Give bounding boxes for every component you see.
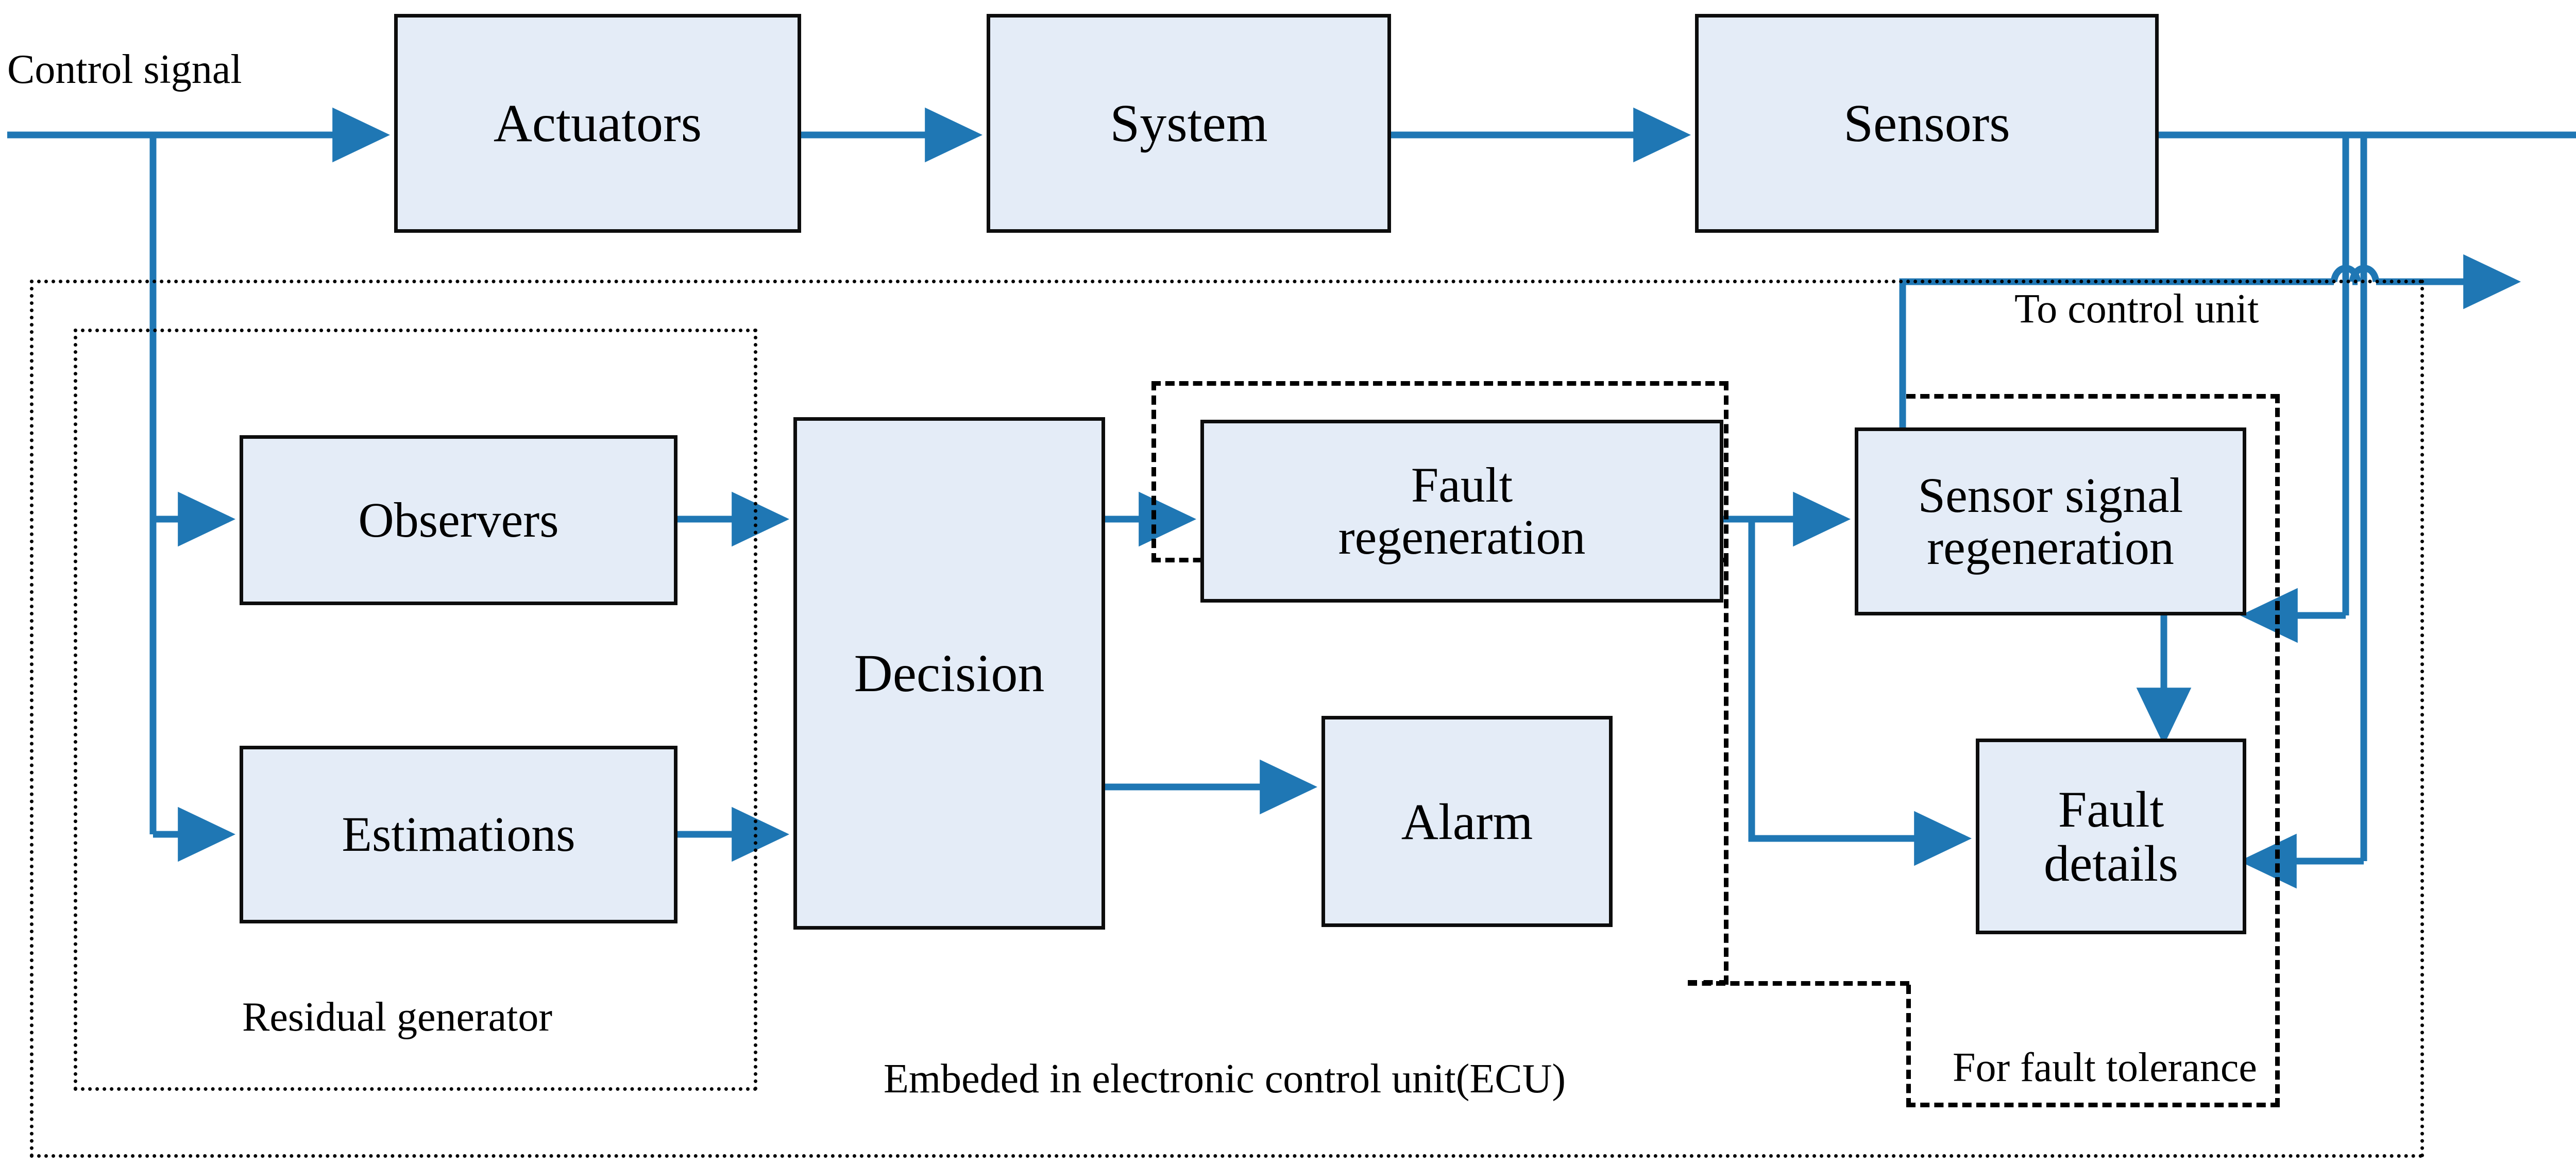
label-residual-generator: Residual generator xyxy=(242,994,552,1040)
block-observers[interactable]: Observers xyxy=(240,435,677,605)
block-observers-label: Observers xyxy=(358,492,559,547)
wire-hop-over-tap-b xyxy=(2349,265,2380,283)
block-fault-regeneration-label-line2: regeneration xyxy=(1338,509,1586,564)
block-fault-regeneration-label-line1: Fault xyxy=(1411,457,1513,512)
block-sensor-signal-regeneration-label-line2: regeneration xyxy=(1927,519,2174,575)
label-fault-tolerance: For fault tolerance xyxy=(1953,1045,2257,1090)
label-to-control-unit: To control unit xyxy=(2014,286,2259,332)
block-alarm-label: Alarm xyxy=(1401,793,1533,850)
block-fault-regeneration[interactable]: Fault regeneration xyxy=(1200,420,1723,603)
block-alarm[interactable]: Alarm xyxy=(1321,716,1613,927)
block-decision[interactable]: Decision xyxy=(793,417,1105,930)
block-system[interactable]: System xyxy=(987,14,1391,233)
block-sensors[interactable]: Sensors xyxy=(1695,14,2159,233)
block-estimations[interactable]: Estimations xyxy=(240,746,677,923)
block-estimations-label: Estimations xyxy=(342,807,575,862)
block-sensors-label: Sensors xyxy=(1843,93,2010,153)
block-fault-details-label-line1: Fault xyxy=(2058,781,2164,838)
block-actuators[interactable]: Actuators xyxy=(394,14,801,233)
label-control-signal: Control signal xyxy=(7,47,242,92)
label-ecu: Embeded in electronic control unit(ECU) xyxy=(884,1056,1566,1102)
block-sensor-signal-regeneration[interactable]: Sensor signal regeneration xyxy=(1855,427,2246,615)
block-system-label: System xyxy=(1110,93,1268,153)
block-sensor-signal-regeneration-label-line1: Sensor signal xyxy=(1918,467,2183,523)
block-actuators-label: Actuators xyxy=(493,93,702,153)
wire-faultregen-split-down xyxy=(1748,519,1972,866)
block-decision-label: Decision xyxy=(854,643,1045,703)
block-fault-details[interactable]: Fault details xyxy=(1976,739,2246,934)
block-fault-details-label-line2: details xyxy=(2043,835,2179,892)
